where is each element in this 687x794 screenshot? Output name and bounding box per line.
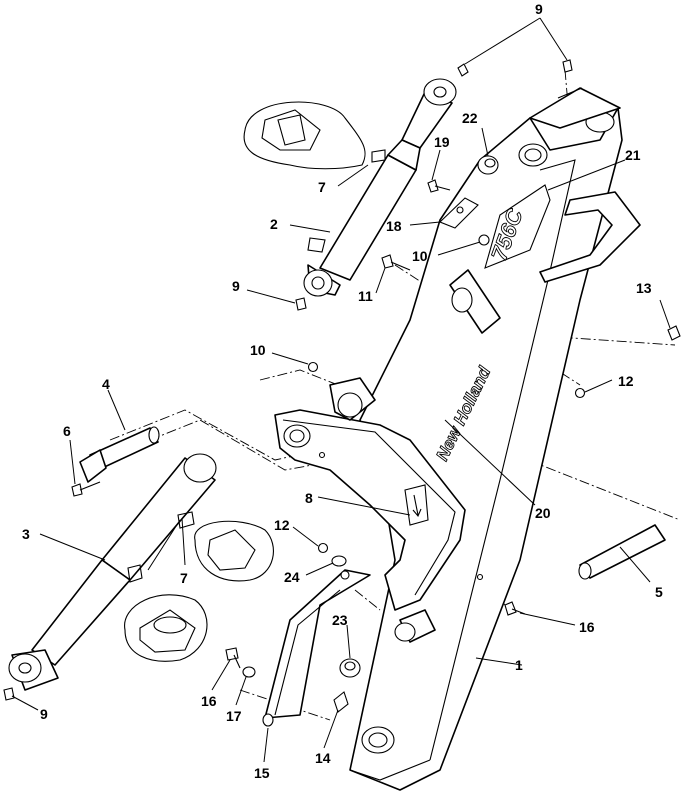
callout-10: 10 — [250, 342, 266, 358]
callout-9: 9 — [40, 706, 48, 722]
callout-15: 15 — [254, 765, 270, 781]
wear-plate — [449, 269, 501, 334]
hardware — [3, 59, 681, 713]
callout-6: 6 — [63, 423, 71, 439]
leader-lines — [11, 17, 671, 763]
callout-16: 16 — [201, 693, 217, 709]
callout-10: 10 — [412, 248, 428, 264]
callout-16: 16 — [579, 619, 595, 635]
callouts: 9 22 21 19 7 2 18 10 9 11 13 10 12 4 6 2… — [22, 1, 663, 781]
callout-18: 18 — [386, 218, 402, 234]
detail-bubble-upper — [243, 101, 366, 170]
upper-cylinder — [303, 78, 457, 297]
callout-24: 24 — [284, 569, 300, 585]
pin-4 — [79, 426, 160, 483]
pin-5 — [578, 524, 666, 580]
boom-arm — [349, 87, 641, 791]
callout-3: 3 — [22, 526, 30, 542]
callout-7: 7 — [180, 570, 188, 586]
callout-12: 12 — [618, 373, 634, 389]
detail-bubble-lower-2 — [124, 594, 208, 662]
callout-4: 4 — [102, 376, 110, 392]
callout-7: 7 — [318, 179, 326, 195]
callout-23: 23 — [332, 612, 348, 628]
callout-1: 1 — [515, 657, 523, 673]
callout-20: 20 — [535, 505, 551, 521]
callout-22: 22 — [462, 110, 478, 126]
callout-11: 11 — [358, 288, 373, 304]
lower-cylinder — [8, 453, 217, 691]
link-bracket — [262, 569, 371, 727]
callout-2: 2 — [270, 216, 278, 232]
side-plate — [274, 377, 466, 611]
callout-13: 13 — [636, 280, 652, 296]
detail-bubble-lower-1 — [194, 520, 274, 582]
callout-19: 19 — [434, 134, 450, 150]
callout-5: 5 — [655, 584, 663, 600]
callout-9: 9 — [232, 278, 240, 294]
callout-21: 21 — [625, 147, 641, 163]
callout-12: 12 — [274, 517, 290, 533]
callout-9: 9 — [535, 1, 543, 17]
callout-14: 14 — [315, 750, 331, 766]
callout-17: 17 — [226, 708, 242, 724]
callout-8: 8 — [305, 490, 313, 506]
